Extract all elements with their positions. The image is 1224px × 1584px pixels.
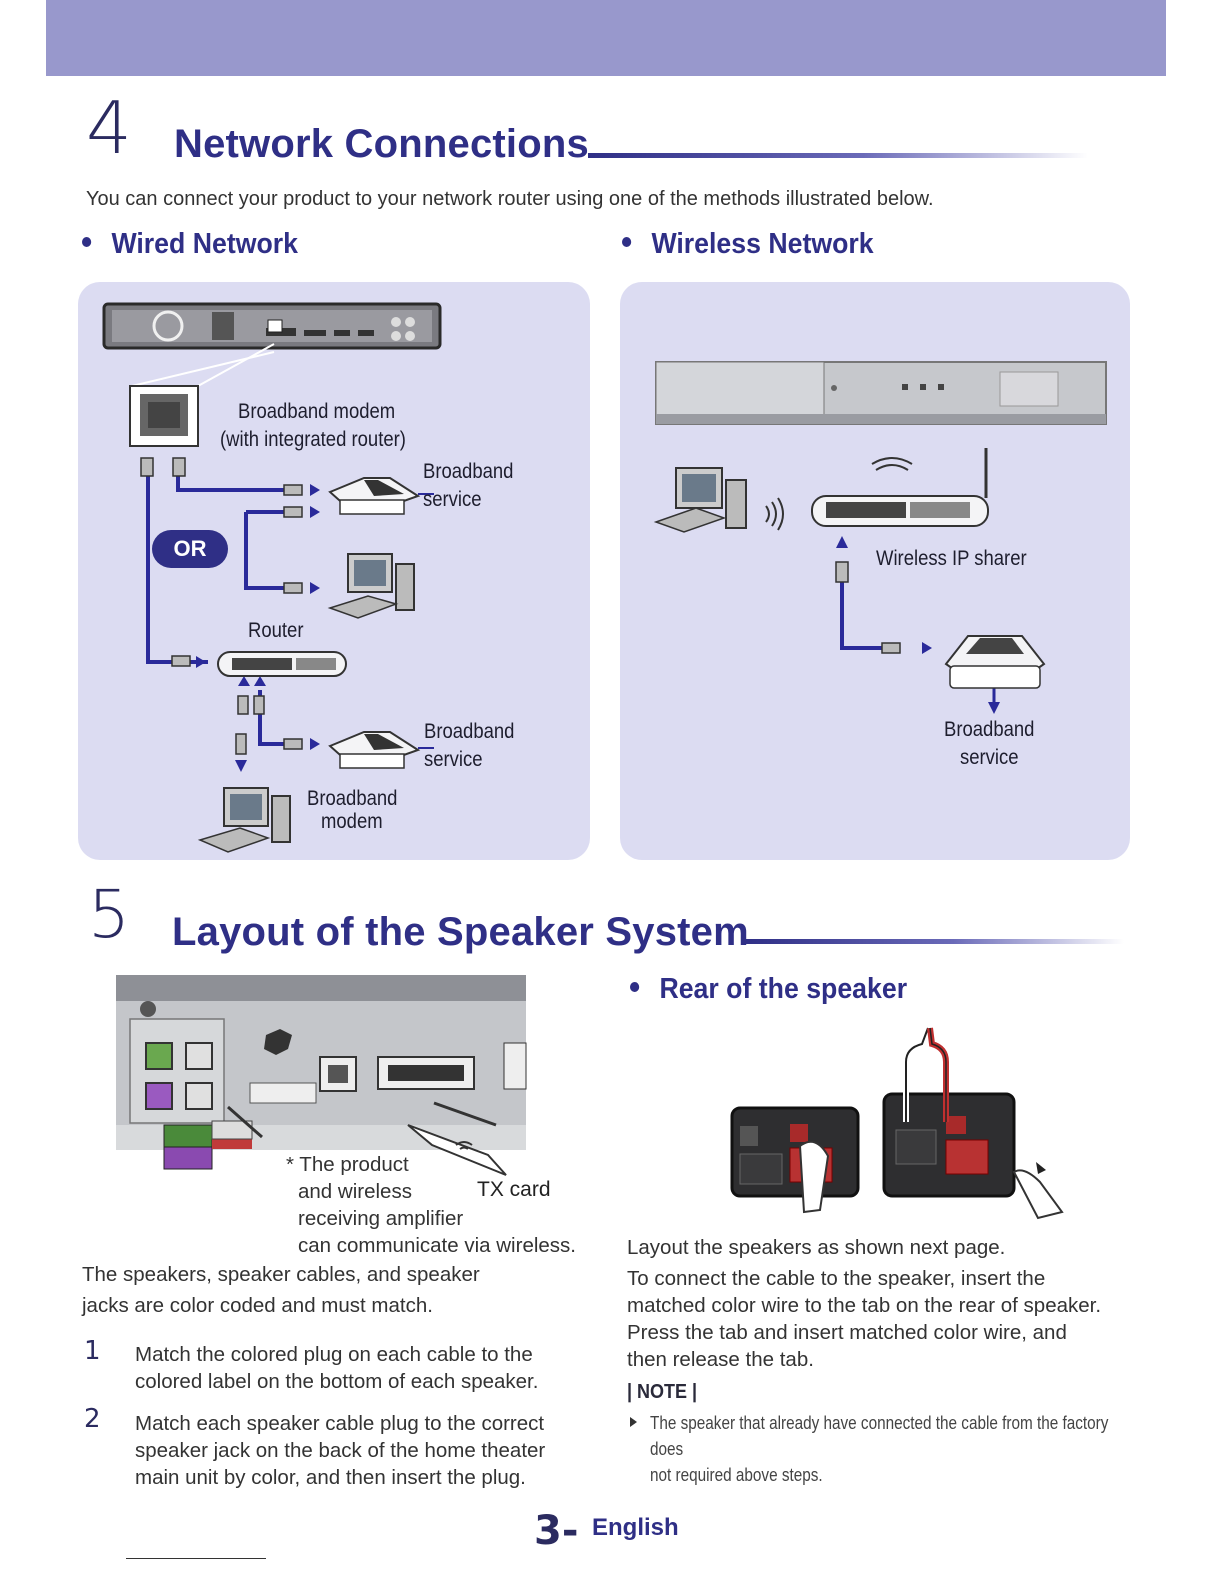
step-2-number: 2 <box>84 1404 101 1434</box>
rear-heading-text: Rear of the speaker <box>659 973 908 1005</box>
label-wireless-service-1: Broadband <box>944 718 1035 741</box>
lan-port-icon <box>129 385 199 447</box>
label-modem-2: modem <box>321 810 383 833</box>
note-text-line-1: The speaker that already have connected … <box>650 1413 1109 1459</box>
or-badge: OR <box>152 530 228 568</box>
section-5-number: 5 <box>88 876 130 953</box>
tx-card-icon <box>407 1124 507 1176</box>
rear-text-3: matched color wire to the tab on the rea… <box>627 1294 1102 1317</box>
modem-router-device-icon <box>328 477 434 515</box>
section-4-rule <box>588 153 1088 158</box>
page-language: English <box>592 1514 679 1541</box>
wired-heading-text: Wired Network <box>111 228 298 260</box>
note-heading: | NOTE | <box>627 1381 698 1403</box>
product-note-1: * The product <box>286 1153 409 1176</box>
broadband-modem-icon <box>944 635 1046 689</box>
wireless-heading-text: Wireless Network <box>651 228 874 260</box>
rear-heading: Rear of the speaker <box>630 973 907 1006</box>
label-service-b-1: Broadband <box>424 720 515 743</box>
label-service-a-2: service <box>423 488 482 511</box>
speaker-terminal-illustration <box>730 1026 1064 1220</box>
note-text-line-2: not required above steps. <box>650 1465 823 1485</box>
wireless-heading: Wireless Network <box>622 228 874 261</box>
main-unit-front-icon <box>655 361 1107 425</box>
step-1-line-2: colored label on the bottom of each spea… <box>135 1370 539 1393</box>
color-code-text-2: jacks are color coded and must match. <box>82 1294 433 1317</box>
bullet-dot <box>622 237 632 248</box>
label-service-a-1: Broadband <box>423 460 514 483</box>
note-text: The speaker that already have connected … <box>650 1410 1126 1488</box>
computer-icon <box>327 553 415 619</box>
section-4-intro: You can connect your product to your net… <box>86 188 934 210</box>
computer-icon <box>197 787 291 853</box>
product-note-4: can communicate via wireless. <box>298 1234 576 1257</box>
wired-heading: Wired Network <box>82 228 298 261</box>
label-service-b-2: service <box>424 748 483 771</box>
label-router: Router <box>248 619 304 642</box>
section-5-rule <box>744 939 1124 944</box>
footer-rule <box>126 1558 266 1559</box>
section-4-number: 4 <box>86 86 132 170</box>
step-1-line-1: Match the colored plug on each cable to … <box>135 1343 533 1366</box>
label-modem-router-1: Broadband modem <box>238 400 396 423</box>
bullet-dot <box>82 237 92 248</box>
rear-text-2: To connect the cable to the speaker, ins… <box>627 1267 1046 1290</box>
main-unit-rear-icon <box>102 302 442 350</box>
color-code-text-1: The speakers, speaker cables, and speake… <box>82 1263 480 1286</box>
wired-diagram <box>102 302 442 853</box>
computer-icon <box>653 467 747 533</box>
wireless-diagram <box>653 361 1107 714</box>
step-2-line-2: speaker jack on the back of the home the… <box>135 1439 546 1462</box>
speaker-terminal-left <box>730 1106 860 1198</box>
rear-text-5: then release the tab. <box>627 1348 814 1371</box>
rear-text-1: Layout the speakers as shown next page. <box>627 1236 1006 1259</box>
label-wireless-service-2: service <box>960 746 1019 769</box>
section-5-title: Layout of the Speaker System <box>172 910 749 954</box>
speaker-jacks-illustration <box>116 975 527 1176</box>
wireless-waves-icon <box>765 457 913 531</box>
product-note-2: and wireless <box>298 1180 412 1203</box>
label-wireless-ip-sharer: Wireless IP sharer <box>876 547 1027 570</box>
bullet-dot <box>630 982 640 993</box>
note-bullet-icon <box>630 1417 637 1427</box>
label-modem-1: Broadband <box>307 787 398 810</box>
wireless-ip-sharer-icon <box>811 448 989 527</box>
rear-text-4: Press the tab and insert matched color w… <box>627 1321 1067 1344</box>
header-band <box>46 0 1166 76</box>
product-note-3: receiving amplifier <box>298 1207 464 1230</box>
tx-card-label: TX card <box>477 1178 551 1201</box>
label-modem-router-2: (with integrated router) <box>220 428 406 451</box>
step-2-line-3: main unit by color, and then insert the … <box>135 1466 526 1489</box>
step-2-line-1: Match each speaker cable plug to the cor… <box>135 1412 545 1435</box>
page-number: 3- <box>534 1508 579 1554</box>
router-device-icon <box>217 651 347 677</box>
modem-device-icon <box>328 731 434 769</box>
step-1-number: 1 <box>84 1336 101 1366</box>
section-4-title: Network Connections <box>174 122 589 166</box>
